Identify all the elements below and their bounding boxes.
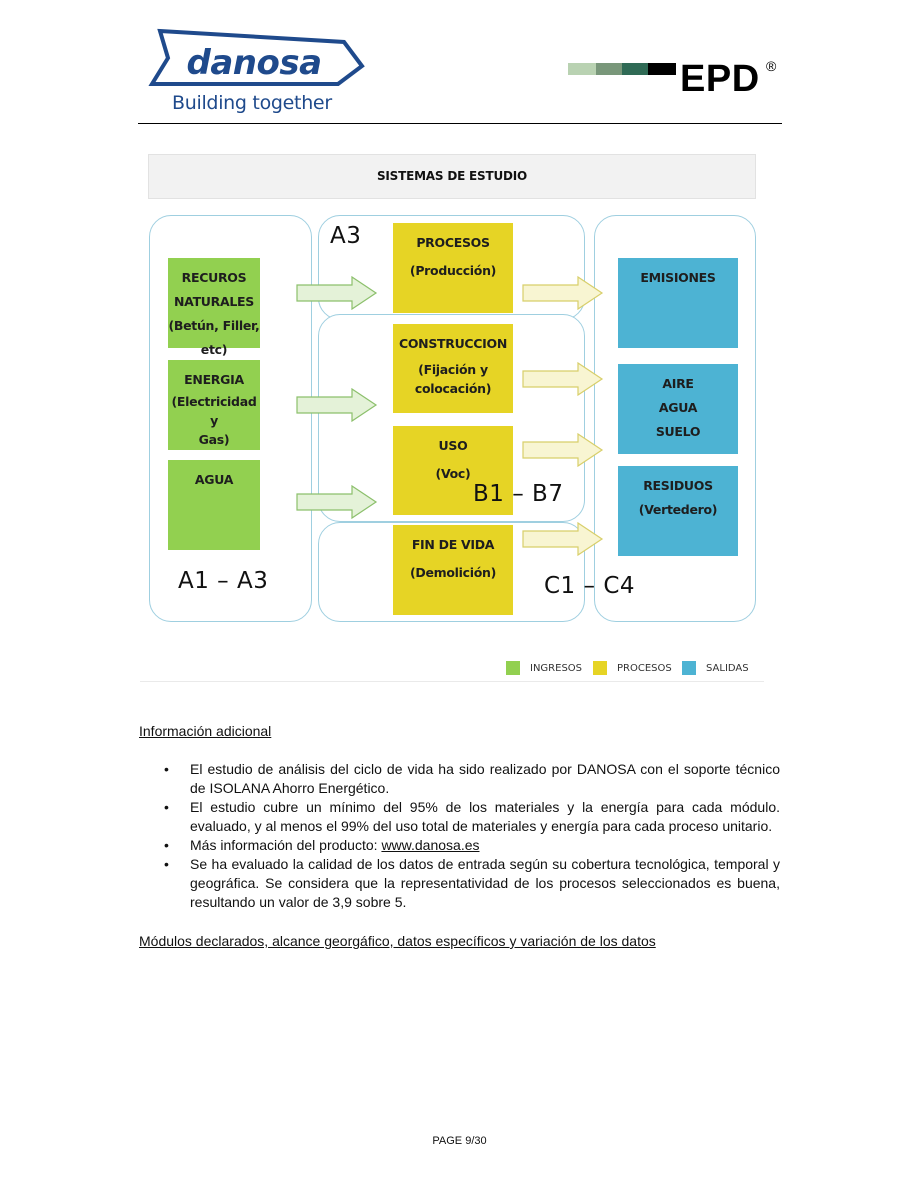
study-systems-figure: SISTEMAS DE ESTUDIO RECUROS NATURALES (B… [140, 148, 764, 684]
legend-item-ingresos: INGRESOS [506, 660, 582, 676]
output-aire-agua-suelo: AIRE AGUA SUELO [618, 364, 738, 454]
process-line: (Demolición) [409, 565, 497, 580]
bullet-dot: • [164, 856, 169, 872]
stage-label-a3: A3 [330, 223, 362, 249]
figure-title-bar: SISTEMAS DE ESTUDIO [148, 154, 756, 199]
epd-bar-4 [648, 63, 676, 75]
input-line: NATURALES [174, 294, 254, 309]
figure-bottom-rule [140, 681, 764, 682]
list-item-text: El estudio cubre un mínimo del 95% de lo… [190, 799, 780, 834]
list-item-text: Más información del producto: [190, 837, 382, 853]
legend-item-procesos: PROCESOS [593, 660, 672, 676]
input-energia: ENERGIA (Electricidad y Gas) [168, 360, 260, 450]
input-line: (Electricidad y [171, 394, 257, 428]
input-agua: AGUA [168, 460, 260, 550]
process-fin-de-vida: FIN DE VIDA (Demolición) [393, 525, 513, 615]
output-line: SUELO [655, 424, 701, 439]
bullet-dot: • [164, 761, 169, 777]
stage-label-a1-a3: A1 – A3 [178, 568, 269, 594]
process-line: (Producción) [409, 263, 497, 278]
arrow-recursos [296, 276, 378, 310]
process-line: (Fijación y [418, 362, 488, 377]
process-uso: USO (Voc) [393, 426, 513, 515]
epd-bar-3 [622, 63, 648, 75]
epd-label: EPD [680, 58, 760, 100]
bullet-dot: • [164, 799, 169, 815]
legend-swatch [506, 661, 520, 675]
list-item-text: El estudio de análisis del ciclo de vida… [190, 761, 780, 796]
page-number: PAGE 9/30 [432, 1135, 487, 1147]
input-recursos-naturales: RECUROS NATURALES (Betún, Filler, etc) [168, 258, 260, 357]
output-residuos: RESIDUOS (Vertedero) [618, 466, 738, 556]
list-item: • Más información del producto: www.dano… [162, 836, 780, 855]
process-line: colocación) [414, 381, 492, 396]
list-item: • El estudio cubre un mínimo del 95% de … [162, 798, 780, 836]
legend-label: INGRESOS [530, 662, 583, 674]
figure-title: SISTEMAS DE ESTUDIO [376, 169, 528, 183]
logo-tagline: Building together [172, 92, 332, 114]
legend-swatch [593, 661, 607, 675]
legend-swatch [682, 661, 696, 675]
epd-bar-1 [568, 63, 596, 75]
section-heading-modules: Módulos declarados, alcance georgáfico, … [139, 933, 656, 949]
output-emisiones: EMISIONES [618, 258, 738, 348]
process-line: (Voc) [435, 466, 471, 481]
bullet-dot: • [164, 837, 169, 853]
output-line: AGUA [658, 400, 698, 415]
output-line: AIRE [662, 376, 694, 391]
list-item: • El estudio de análisis del ciclo de vi… [162, 760, 780, 798]
input-line: Gas) [198, 432, 230, 447]
process-line: CONSTRUCCION [398, 336, 508, 351]
arrow-fin-de-vida [522, 522, 604, 556]
epd-registered-mark: ® [766, 58, 777, 74]
stage-label-b1-b7: B1 – B7 [473, 481, 564, 507]
output-line: RESIDUOS [643, 478, 713, 493]
danosa-logo-mark: danosa [148, 28, 365, 86]
arrow-uso [522, 433, 604, 467]
legend-label: SALIDAS [706, 662, 749, 674]
epd-logo: EPD ® [568, 58, 783, 100]
legend-item-salidas: SALIDAS [682, 660, 749, 676]
process-procesos: PROCESOS (Producción) [393, 223, 513, 313]
arrow-agua [296, 485, 378, 519]
list-item: • Se ha evaluado la calidad de los datos… [162, 855, 780, 912]
input-line: ENERGIA [184, 372, 244, 387]
input-line: AGUA [194, 472, 234, 487]
process-construccion: CONSTRUCCION (Fijación y colocación) [393, 324, 513, 413]
input-line: RECUROS [181, 270, 247, 285]
stage-label-c1-c4: C1 – C4 [544, 573, 636, 599]
arrow-energia [296, 388, 378, 422]
info-bullet-list: • El estudio de análisis del ciclo de vi… [162, 760, 780, 912]
section-heading-info: Información adicional [139, 723, 272, 739]
list-item-text: Se ha evaluado la calidad de los datos d… [190, 856, 780, 910]
output-line: (Vertedero) [638, 502, 718, 517]
epd-bar-2 [596, 63, 622, 75]
input-line: (Betún, Filler, etc) [168, 318, 260, 357]
legend-label: PROCESOS [617, 662, 672, 674]
process-line: FIN DE VIDA [411, 537, 495, 552]
arrow-construccion [522, 362, 604, 396]
output-line: EMISIONES [640, 270, 716, 285]
process-line: USO [438, 438, 468, 453]
arrow-procesos [522, 276, 604, 310]
header-divider [138, 123, 782, 124]
logo-wordmark: danosa [186, 43, 321, 83]
process-line: PROCESOS [416, 235, 490, 250]
product-link[interactable]: www.danosa.es [381, 837, 480, 853]
danosa-logo: danosa [148, 28, 366, 120]
